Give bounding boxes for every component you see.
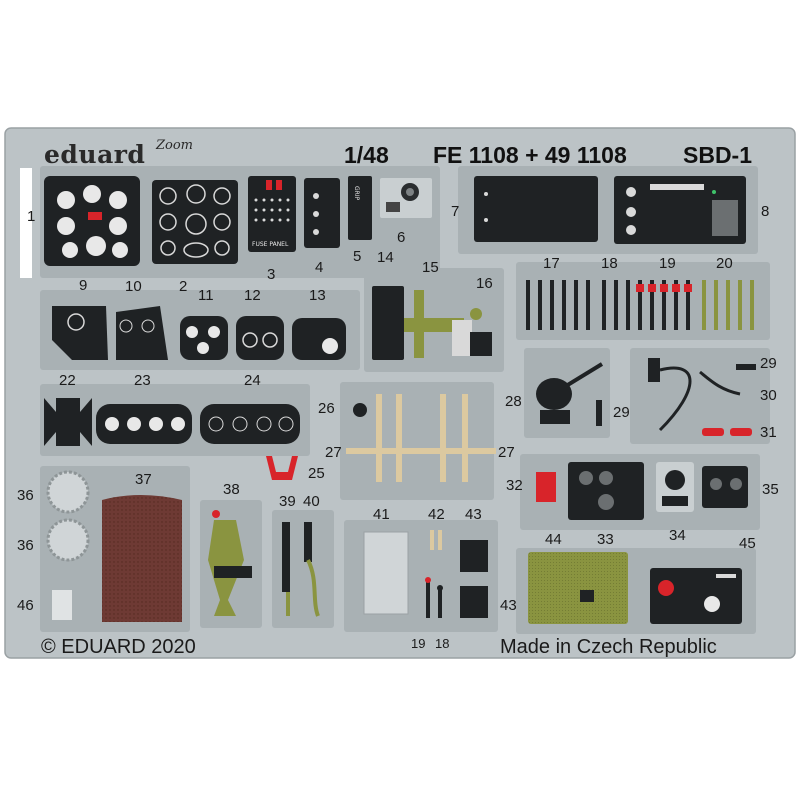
part-label: 45	[739, 535, 756, 552]
part-label: 35	[762, 481, 779, 498]
part-label: 10	[125, 278, 142, 295]
part-44-green-plate	[528, 552, 628, 624]
part-28-29-throttle	[536, 362, 604, 426]
parts-26-27-rails	[346, 394, 496, 482]
part-label: 29	[760, 355, 777, 372]
part-label: 42	[428, 506, 445, 523]
part-23-gauge-strip	[96, 404, 192, 444]
part-label: 41	[373, 506, 390, 523]
part-24-gauge-strip	[200, 404, 300, 444]
part-35-panel	[702, 466, 748, 508]
part-label: 37	[135, 471, 152, 488]
part-12-gauge-plate	[236, 316, 284, 360]
part-label: 6	[397, 229, 406, 246]
part-label: 28	[505, 393, 522, 410]
part-label: 8	[761, 203, 770, 220]
part-label: 12	[244, 287, 261, 304]
part-10-side-panel	[116, 306, 168, 360]
part-label: 27	[498, 444, 515, 461]
part-label: 7	[451, 203, 460, 220]
part-label: 3	[267, 266, 276, 283]
part-label: 19	[411, 636, 426, 651]
part-38-stick	[208, 510, 252, 616]
part-label: 2	[179, 278, 188, 295]
part-label: 14	[377, 249, 394, 266]
part-label: 32	[506, 477, 523, 494]
part-29-30-cable	[648, 358, 756, 432]
part-7-box	[474, 176, 598, 242]
part-9-side-panel	[52, 306, 108, 360]
part-22-bracket	[44, 398, 92, 446]
part-6-knob-plate	[380, 178, 432, 218]
part-36-gears	[46, 470, 90, 562]
part-34-radio	[656, 462, 694, 512]
part-label: 24	[244, 372, 261, 389]
part-39-40-pedals	[282, 522, 320, 617]
part-label: 34	[669, 527, 686, 544]
part-label: 1	[27, 208, 36, 225]
part-label: 29	[613, 404, 630, 421]
part-label: 33	[597, 531, 614, 548]
part-label: 11	[198, 287, 214, 304]
part-label: 9	[79, 277, 88, 294]
part-label: 15	[422, 259, 439, 276]
part-41-43-box	[363, 530, 488, 618]
part-label: 43	[500, 597, 517, 614]
parts-17-20-levers	[526, 280, 754, 330]
brand-zoom-mark: Zoom	[156, 138, 194, 153]
part-37-seat-back	[102, 495, 182, 622]
model-name: SBD-1	[683, 142, 753, 168]
part-label: 31	[760, 424, 777, 441]
copyright-text: © EDUARD 2020	[41, 636, 196, 658]
part-label: 43	[465, 506, 482, 523]
part-5-grip-plate	[348, 176, 372, 240]
part-label: 4	[315, 259, 324, 276]
part-label: 19	[659, 255, 676, 272]
part-label: 16	[476, 275, 493, 292]
part-label: 36	[17, 537, 34, 554]
part-31-red-pieces	[702, 428, 752, 436]
part-33-control-box	[568, 462, 644, 520]
origin-text: Made in Czech Republic	[500, 636, 717, 658]
part-25-red-clip	[266, 456, 298, 480]
catalog-number: FE 1108 + 49 1108	[433, 142, 627, 168]
part-label: 17	[543, 255, 560, 272]
part-8-radio-panel	[614, 176, 746, 244]
scale-label: 1/48	[344, 142, 389, 168]
part-label: 44	[545, 531, 562, 548]
part-32-red-part	[536, 472, 556, 502]
part-label: 27	[325, 444, 342, 461]
part-label: 18	[435, 636, 450, 651]
part-label: 23	[134, 372, 151, 389]
part-label: 22	[59, 372, 76, 389]
part-46-small	[52, 590, 72, 620]
grip-text: GRIP	[353, 186, 360, 201]
part-label: 20	[716, 255, 733, 272]
part-label: 13	[309, 287, 326, 304]
brand-logo: eduard	[44, 140, 146, 169]
part-4-switch-panel	[304, 178, 340, 248]
part-label: 40	[303, 493, 320, 510]
part-label: 38	[223, 481, 240, 498]
part-3-fuse-panel	[248, 176, 296, 252]
part-label: 46	[17, 597, 34, 614]
part-label: 36	[17, 487, 34, 504]
part-label: 5	[353, 248, 362, 265]
part-label: 25	[308, 465, 325, 482]
part-1-instrument-panel	[44, 176, 140, 266]
part-45-panel	[650, 568, 742, 624]
part-label: 18	[601, 255, 618, 272]
part-2-main-panel	[152, 180, 238, 264]
part-13-gauge-plate	[292, 318, 346, 360]
part-label: 30	[760, 387, 777, 404]
part-11-gauge-plate	[180, 316, 228, 360]
part-label: 26	[318, 400, 335, 417]
fuse-panel-text: FUSE PANEL	[252, 241, 289, 248]
part-14-15-16-seat-mechanism	[372, 286, 492, 360]
part-label: 39	[279, 493, 296, 510]
